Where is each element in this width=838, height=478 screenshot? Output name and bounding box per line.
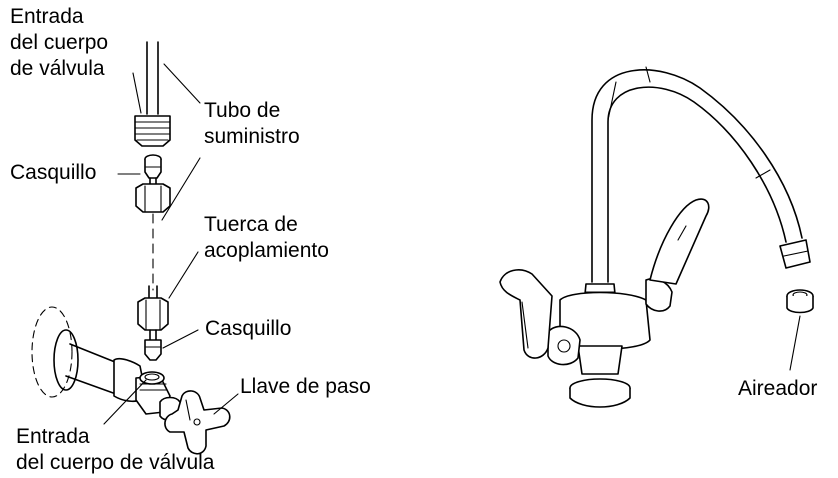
valve-inlet-threaded-top: [134, 115, 171, 147]
stop-valve-handle: [164, 390, 231, 455]
leader-aerator: [789, 315, 801, 371]
ferrule-bottom: [144, 329, 162, 361]
supply-assembly: [31, 41, 231, 455]
faucet-spout: [591, 66, 803, 283]
label-line: Entrada: [16, 425, 90, 448]
label-line: del cuerpo de válvula: [16, 451, 215, 474]
faucet-body: [559, 283, 651, 408]
label-line: acoplamiento: [204, 239, 329, 262]
label-ferrule-top: Casquillo: [10, 161, 97, 184]
label-line: Tubo de: [204, 99, 281, 122]
aerator: [786, 289, 814, 314]
label-line: de válvula: [10, 57, 105, 80]
supply-tube-top: [146, 41, 159, 115]
label-line: Tuerca de: [204, 213, 298, 236]
label-line: suministro: [204, 125, 300, 148]
leader-lines-left: [103, 63, 239, 425]
label-supply-tube: Tubo de suministro: [204, 98, 300, 150]
stop-valve-body: [65, 343, 185, 422]
label-ferrule-bottom: Casquillo: [205, 317, 292, 340]
coupling-nut-upper: [135, 177, 171, 213]
coupling-nut-lower: [137, 297, 169, 331]
label-aerator: Aireador: [738, 377, 818, 400]
faucet: [499, 66, 814, 408]
label-valve-inlet-bottom: Entrada del cuerpo de válvula: [16, 424, 214, 476]
label-line: del cuerpo: [10, 31, 109, 54]
label-stop-valve: Llave de paso: [240, 375, 371, 398]
wall-flange: [31, 306, 79, 398]
label-valve-inlet-top: Entrada del cuerpo de válvula: [10, 4, 108, 82]
faucet-handles: [499, 198, 710, 359]
ferrule-top: [144, 154, 162, 179]
label-line: Entrada: [10, 5, 84, 28]
label-coupling-nut: Tuerca de acoplamiento: [204, 212, 329, 264]
spout-tip: [779, 239, 811, 269]
